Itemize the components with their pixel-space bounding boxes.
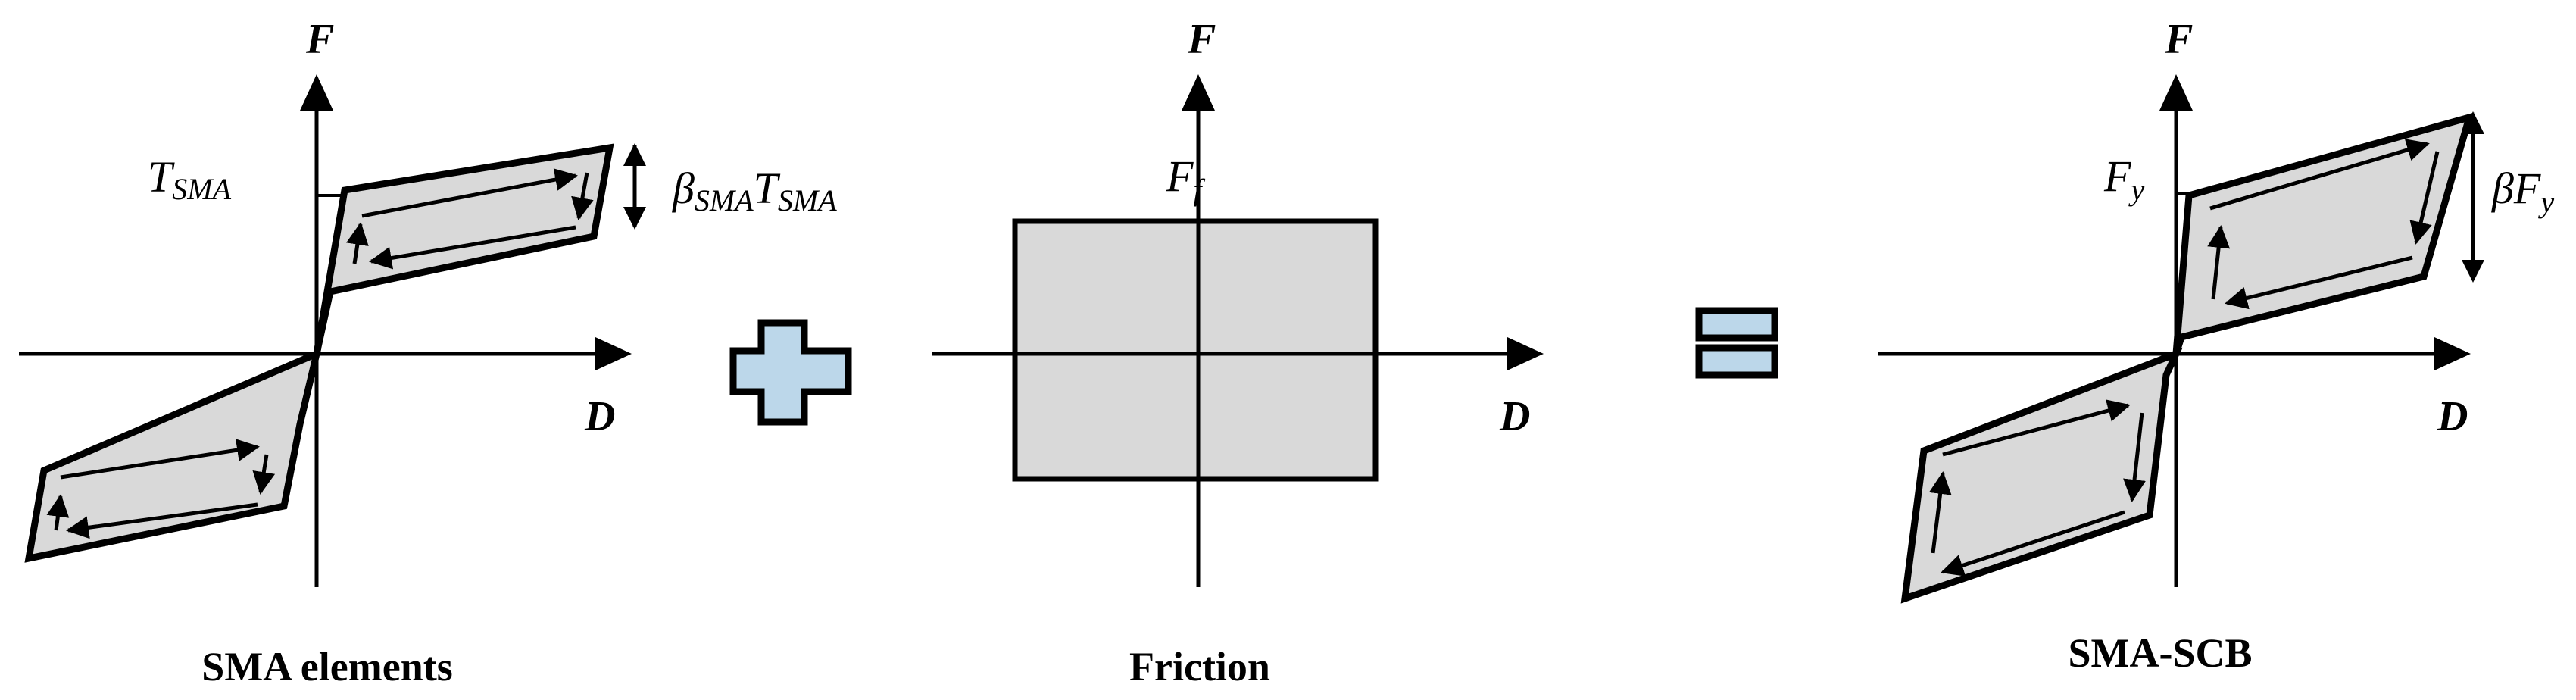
equals-icon: [1695, 307, 1778, 379]
x-axis-arrowhead: [595, 337, 632, 370]
lower-loop-arrow-left: [46, 494, 70, 531]
panel-sma-elements: F D TSMA βSMATSMA SMA elements: [19, 16, 837, 689]
lower-loop-arrow-left: [1928, 471, 1952, 554]
friction-rectangle: [1012, 218, 1379, 482]
upper-loop-arrow-left: [346, 222, 369, 264]
axis-label-d: D: [584, 393, 615, 440]
x-axis-arrowhead: [2434, 337, 2471, 370]
caption-friction: Friction: [1129, 644, 1270, 689]
axis-label-f: F: [305, 16, 334, 63]
axis-label-f: F: [2164, 16, 2193, 63]
upper-loop-arrow-bottom: [2225, 255, 2413, 310]
lower-loop-arrow-right: [2123, 412, 2146, 502]
lower-loop-arrow-right: [252, 454, 276, 495]
level-label: TSMA: [148, 152, 232, 206]
panel-sma-scb: F D Fy βFy SMA-SCB: [1878, 16, 2554, 676]
axis-label-f: F: [1187, 16, 1216, 63]
upper-loop-arrow-bottom: [369, 225, 576, 270]
upper-loop-arrow-top: [361, 168, 578, 218]
caption-sma-scb: SMA-SCB: [2068, 630, 2252, 676]
upper-hysteresis-loop: [313, 143, 614, 355]
lower-loop-arrow-top: [1942, 399, 2131, 457]
lower-loop-arrow-bottom: [66, 502, 258, 539]
level-label: Fy: [2103, 152, 2144, 207]
axis-label-d: D: [1499, 393, 1530, 440]
lower-loop-arrow-bottom: [1941, 510, 2125, 577]
height-label: βFy: [2491, 164, 2554, 219]
y-axis-arrowhead: [2159, 74, 2193, 111]
upper-loop-arrow-right: [2409, 151, 2440, 245]
y-axis-arrowhead: [300, 74, 333, 111]
lower-loop-arrow-top: [60, 439, 260, 480]
y-axis-arrowhead: [1182, 74, 1215, 111]
caption-sma-elements: SMA elements: [201, 644, 452, 689]
panel-friction: F D Ff Friction: [932, 16, 1544, 689]
height-label: βSMATSMA: [672, 164, 837, 217]
x-axis-arrowhead: [1507, 337, 1544, 370]
plus-icon: [729, 319, 852, 426]
upper-loop-arrow-top: [2209, 139, 2430, 211]
lower-hysteresis-loop: [24, 348, 322, 563]
axis-label-d: D: [2437, 393, 2468, 440]
upper-loop-arrow-right: [571, 172, 594, 220]
upper-loop-arrow-left: [2207, 225, 2231, 300]
